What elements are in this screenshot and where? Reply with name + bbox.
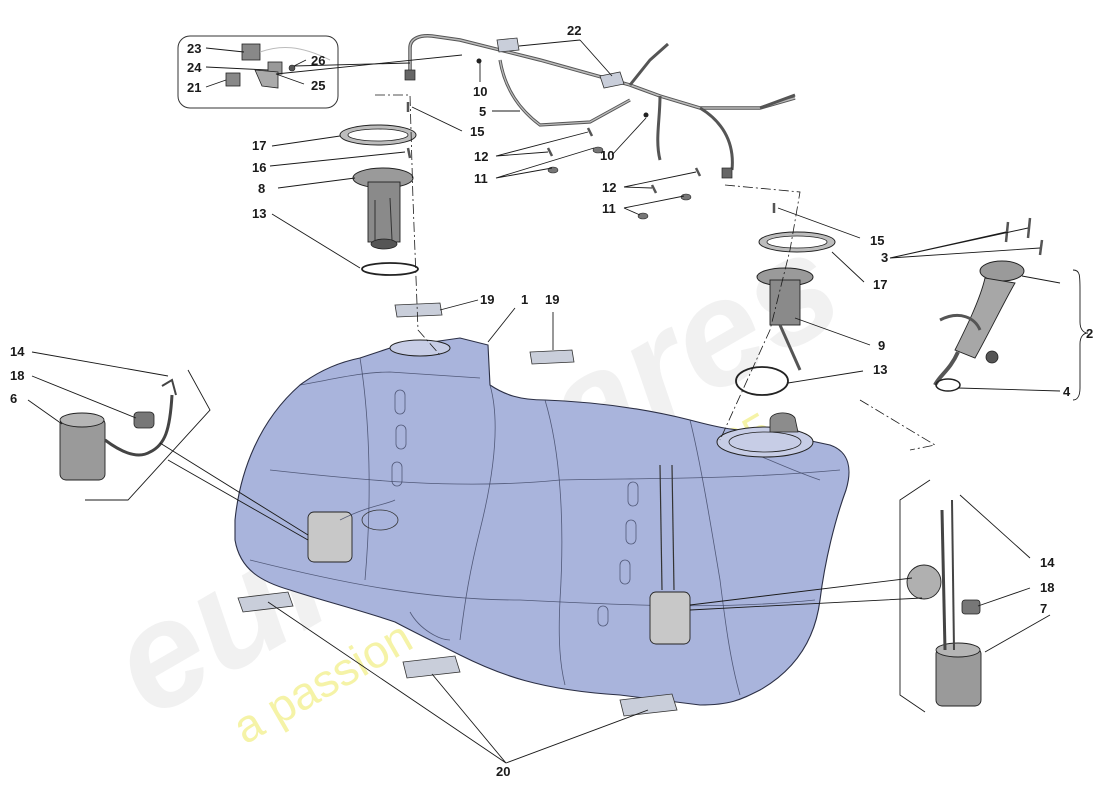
fuel-tank	[234, 337, 850, 706]
callout-1: 1	[521, 292, 528, 307]
callout-11-right: 11	[602, 201, 616, 216]
leader-lines	[27, 39, 1089, 764]
callout-12-top: 12	[474, 149, 488, 164]
tank-filler-stub	[769, 412, 799, 433]
callout-13-left: 13	[252, 206, 266, 221]
callout-20: 20	[496, 764, 510, 779]
pad-19-left	[394, 302, 443, 318]
filler-neck	[933, 260, 1025, 392]
pad-20-center	[402, 655, 461, 679]
callout-26: 26	[311, 53, 325, 68]
inset-detail	[177, 35, 339, 109]
callout-21: 21	[187, 80, 201, 95]
pad-19-center	[529, 349, 575, 365]
tank-pump-opening-right	[716, 426, 814, 458]
grommet-18-left	[133, 411, 155, 429]
internal-pump-left	[307, 499, 399, 563]
vent-pipe-assembly	[404, 34, 796, 179]
callout-17-right: 17	[873, 277, 887, 292]
callout-15-right: 15	[870, 233, 884, 248]
callout-10-right: 10	[600, 148, 614, 163]
callout-9: 9	[878, 338, 885, 353]
callout-24: 24	[187, 60, 202, 75]
callout-2: 2	[1086, 326, 1093, 341]
vent-connector-right	[721, 167, 733, 179]
alignment-lines	[375, 94, 937, 451]
pad-20-right	[619, 693, 678, 717]
callout-22: 22	[567, 23, 581, 38]
callout-10-top: 10	[473, 84, 487, 99]
callout-14-right: 14	[1040, 555, 1055, 570]
pump-assembly-6	[59, 378, 177, 481]
callout-11-top: 11	[474, 171, 488, 186]
callout-18-left: 18	[10, 368, 24, 383]
callout-16: 16	[252, 160, 266, 175]
vent-connector-left	[404, 69, 416, 81]
internal-pump-right	[649, 464, 691, 645]
pads	[237, 302, 678, 717]
right-pump-module	[735, 231, 836, 396]
small-hardware	[406, 102, 1044, 256]
pad-20-left	[237, 591, 294, 613]
grommet-18-right	[961, 599, 981, 615]
callout-4: 4	[1063, 384, 1071, 399]
callout-13-right: 13	[873, 362, 887, 377]
tank-pump-opening-left	[389, 339, 451, 357]
callout-23: 23	[187, 41, 201, 56]
callout-25: 25	[311, 78, 325, 93]
left-pump-module	[339, 124, 419, 276]
o-ring-13-right	[735, 366, 789, 396]
callout-5: 5	[479, 104, 486, 119]
vent-label-a	[496, 37, 520, 53]
callout-7: 7	[1040, 601, 1047, 616]
callout-labels: 1 2 3 4 5 6 7 8 9 10 10 11 11 12 12 13 1…	[10, 23, 1093, 779]
callout-6: 6	[10, 391, 17, 406]
callout-12-right: 12	[602, 180, 616, 195]
callout-19-center: 19	[545, 292, 559, 307]
callout-14-left: 14	[10, 344, 25, 359]
callout-8: 8	[258, 181, 265, 196]
clamp-4	[935, 378, 961, 392]
o-ring-13-left	[361, 262, 419, 276]
callout-19-left: 19	[480, 292, 494, 307]
callout-17-left: 17	[252, 138, 266, 153]
callout-18-right: 18	[1040, 580, 1054, 595]
callout-15-left: 15	[470, 124, 484, 139]
pump-assembly-7	[906, 499, 982, 707]
callout-3: 3	[881, 250, 888, 265]
vent-label-b	[599, 71, 625, 89]
